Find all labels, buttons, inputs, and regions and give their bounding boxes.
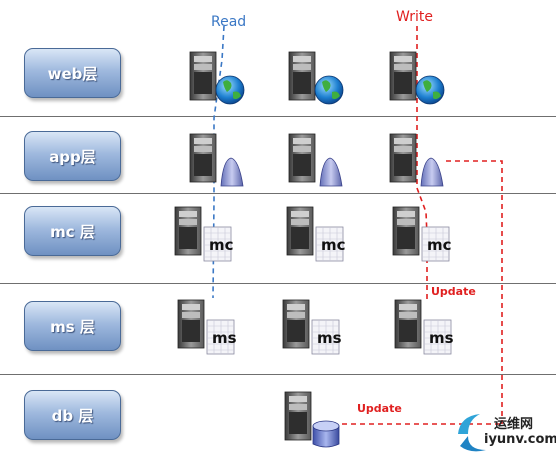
server-grid-icon: ms xyxy=(392,298,454,358)
read-label: Read xyxy=(211,14,247,30)
server-database-icon xyxy=(284,391,340,448)
ms-badge: ms xyxy=(212,329,237,347)
layer-divider xyxy=(0,283,556,284)
layer-box-web: web层 xyxy=(24,48,121,98)
watermark-name: 运维网 xyxy=(494,417,534,432)
layer-divider xyxy=(0,193,556,194)
layer-label-db: db 层 xyxy=(51,406,94,425)
ms-badge: ms xyxy=(317,329,342,347)
server-app-icon xyxy=(389,133,444,187)
server-grid-icon: mc xyxy=(284,205,346,265)
server-grid-icon: mc xyxy=(390,205,452,265)
layer-box-mc: mc 层 xyxy=(24,206,121,256)
layer-box-ms: ms 层 xyxy=(24,301,121,351)
layer-label-mc: mc 层 xyxy=(50,222,95,241)
layer-label-app: app层 xyxy=(49,147,96,166)
layer-label-ms: ms 层 xyxy=(50,317,95,336)
server-grid-icon: ms xyxy=(280,298,342,358)
server-app-icon xyxy=(189,133,244,187)
layer-divider xyxy=(0,116,556,117)
layer-box-app: app层 xyxy=(24,131,121,181)
server-grid-icon: ms xyxy=(175,298,237,358)
server-globe-icon xyxy=(189,51,245,105)
server-globe-icon xyxy=(288,51,344,105)
ms-badge: ms xyxy=(429,329,454,347)
mc-badge: mc xyxy=(209,236,234,254)
server-globe-icon xyxy=(389,51,445,105)
write-flow-line xyxy=(416,26,428,237)
db-update-label: Update xyxy=(357,402,402,415)
write-label: Write xyxy=(396,9,433,25)
server-app-icon xyxy=(288,133,343,187)
layer-label-web: web层 xyxy=(47,64,98,83)
mc-badge: mc xyxy=(427,236,452,254)
server-grid-icon: mc xyxy=(172,205,234,265)
mc-update-label: Update xyxy=(431,285,476,298)
mc-badge: mc xyxy=(321,236,346,254)
site-logo-icon xyxy=(458,414,486,452)
write-to-app-link xyxy=(446,160,503,424)
layer-divider xyxy=(0,374,556,375)
layer-box-db: db 层 xyxy=(24,390,121,440)
watermark-url: iyunv.com xyxy=(484,432,556,447)
